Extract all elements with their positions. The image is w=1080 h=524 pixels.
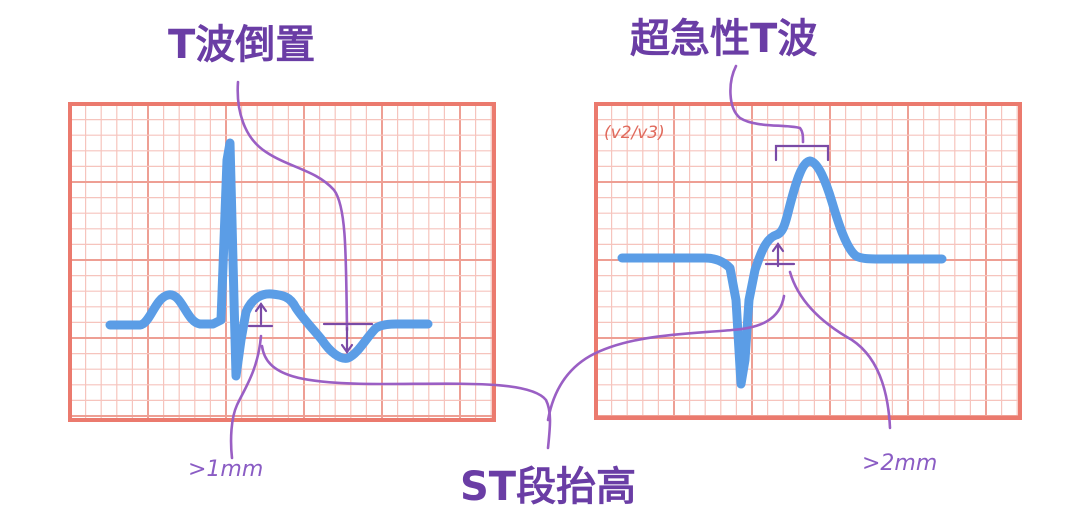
left-panel-frame bbox=[68, 102, 496, 422]
leader-st-elevation-right bbox=[546, 294, 786, 422]
label-lead-v2-v3: (v2/v3) bbox=[604, 123, 665, 143]
right-ecg-panel bbox=[594, 102, 1022, 420]
left-ecg-trace bbox=[105, 138, 433, 381]
left-ecg-panel bbox=[68, 102, 496, 422]
label-greater-2mm: >2mm bbox=[862, 451, 937, 476]
leader-hyperacute-t bbox=[729, 64, 805, 144]
leader-2mm bbox=[788, 270, 892, 430]
right-panel-frame bbox=[594, 102, 1022, 420]
label-greater-1mm: >1mm bbox=[188, 457, 263, 482]
left-st-arrowhead bbox=[254, 302, 268, 313]
leader-t-inversion bbox=[236, 80, 349, 332]
right-ecg-trace bbox=[617, 156, 947, 389]
left-panel-background bbox=[70, 104, 494, 420]
label-hyperacute-t-wave: 超急性T波 bbox=[630, 16, 817, 62]
right-grid bbox=[595, 103, 1020, 418]
leader-1mm bbox=[229, 334, 263, 460]
t-inversion-arrowhead bbox=[340, 343, 354, 354]
right-st-arrowhead bbox=[771, 242, 785, 253]
label-st-elevation: ST段抬高 bbox=[460, 464, 636, 510]
hyperacute-t-bracket bbox=[774, 144, 830, 162]
label-t-wave-inversion: T波倒置 bbox=[168, 22, 315, 68]
